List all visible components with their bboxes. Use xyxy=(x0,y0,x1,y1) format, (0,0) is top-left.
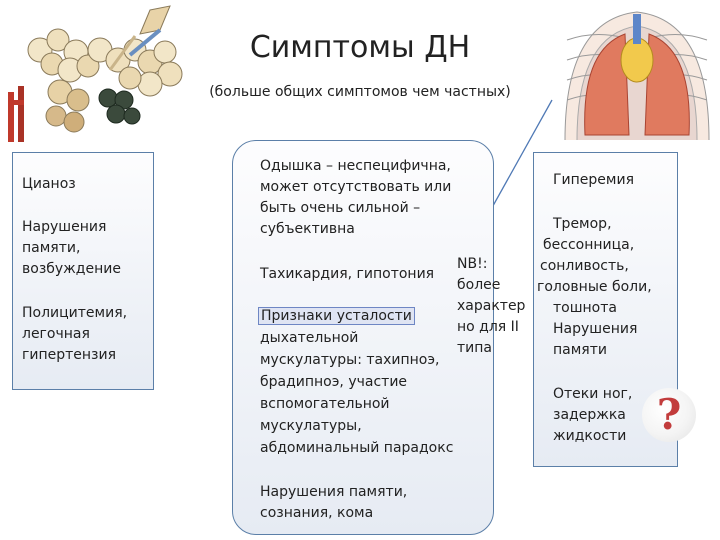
left-item-memory-l2: памяти, xyxy=(22,240,81,256)
center-fatigue-l4: брадипноэ, участие xyxy=(260,374,408,390)
left-symptom-box xyxy=(12,152,154,390)
left-item-memory-l1: Нарушения xyxy=(22,219,107,235)
center-fatigue-l3: мускулатуры: тахипноэ, xyxy=(260,352,440,368)
left-item-polycythemia-l3: гипертензия xyxy=(22,347,116,363)
right-item-tremor-l5: тошнота xyxy=(553,300,617,316)
nb-note-l5: типа xyxy=(457,340,492,356)
center-fatigue-highlight: Признаки усталости xyxy=(258,306,415,327)
right-item-tremor-l4: головные боли, xyxy=(537,279,652,295)
center-dyspnea-l2: может отсутствовать или xyxy=(260,179,452,195)
center-dyspnea-l4: субъективна xyxy=(260,221,355,237)
page-title: Симптомы ДН xyxy=(249,30,471,65)
center-dyspnea-l1: Одышка – неспецифична, xyxy=(260,158,451,174)
right-item-tremor-l2: бессонница, xyxy=(543,237,635,253)
center-consciousness-l1: Нарушения памяти, xyxy=(260,484,408,500)
center-consciousness-l2: сознания, кома xyxy=(260,505,374,521)
center-tachycardia: Тахикардия, гипотония xyxy=(260,266,435,282)
right-item-edema-l2: задержка xyxy=(553,407,626,423)
right-item-memory-l1: Нарушения xyxy=(553,321,638,337)
right-item-edema-l1: Отеки ног, xyxy=(553,386,633,402)
left-item-memory-l3: возбуждение xyxy=(22,261,121,277)
right-item-memory-l2: памяти xyxy=(553,342,607,358)
right-item-tremor-l1: Тремор, xyxy=(553,216,612,232)
left-item-polycythemia-l1: Полицитемия, xyxy=(22,305,128,321)
center-fatigue-l5: вспомогательной xyxy=(260,396,390,412)
question-mark-icon: ? xyxy=(642,388,696,442)
nb-note-l3: характер xyxy=(457,298,526,314)
left-item-cyanosis: Цианоз xyxy=(22,176,76,192)
page-subtitle: (больше общих симптомов чем частных) xyxy=(209,84,511,100)
left-item-polycythemia-l2: легочная xyxy=(22,326,90,342)
nb-note-l2: более xyxy=(457,277,501,293)
center-fatigue-l2: дыхательной xyxy=(260,330,359,346)
nb-note-l1: NB!: xyxy=(457,256,488,272)
right-item-edema-l3: жидкости xyxy=(553,428,627,444)
right-item-tremor-l3: сонливость, xyxy=(540,258,629,274)
thorax-illustration xyxy=(564,11,710,141)
alveoli-illustration xyxy=(8,5,183,142)
center-dyspnea-l3: быть очень сильной – xyxy=(260,200,421,216)
center-fatigue-l6: мускулатуры, xyxy=(260,418,362,434)
center-fatigue-l7: абдоминальный парадокс xyxy=(260,440,454,456)
fatigue-highlight-text: Признаки усталости xyxy=(258,307,415,325)
center-symptom-box xyxy=(232,140,494,535)
right-item-hyperemia: Гиперемия xyxy=(553,172,634,188)
nb-note-l4: но для II xyxy=(457,319,519,335)
